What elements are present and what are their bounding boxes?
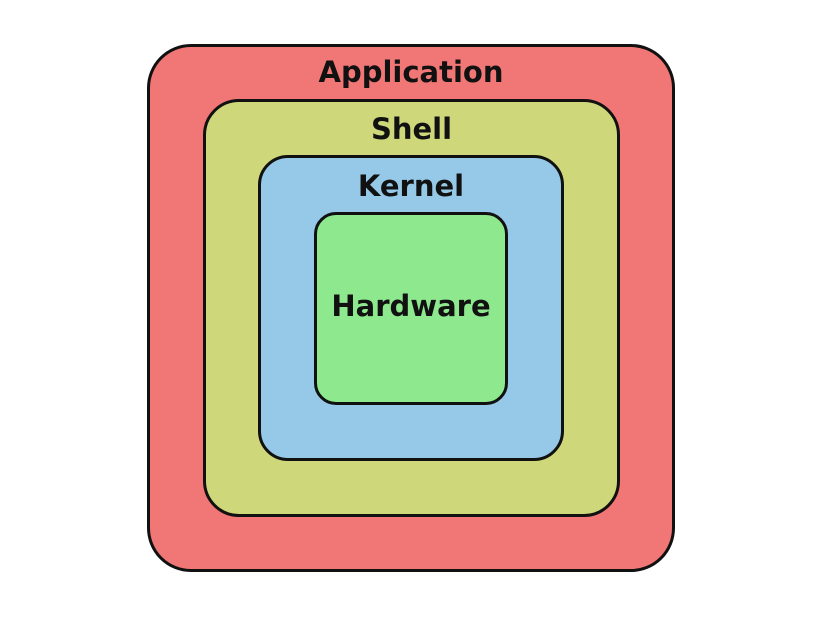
hardware-label: Hardware [331,289,491,323]
application-label: Application [318,55,504,89]
shell-label: Shell [370,112,453,146]
kernel-label: Kernel [357,169,465,203]
layer-hardware: Hardware [314,212,508,405]
